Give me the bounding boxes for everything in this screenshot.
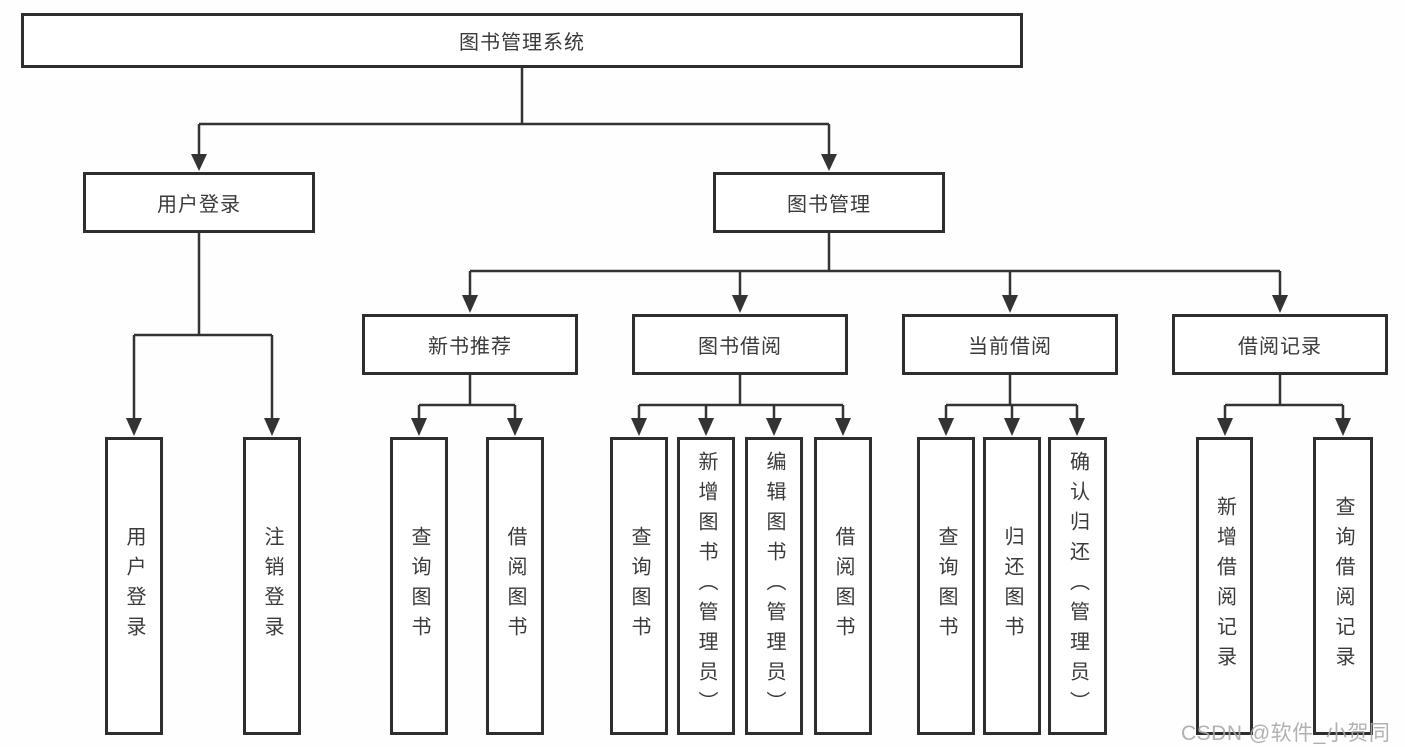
leaf-logout: 注销登录 xyxy=(243,437,301,735)
leaf-br-query-record: 查询借阅记录 xyxy=(1313,437,1373,735)
leaf-rec-query-books-label: 查询图书 xyxy=(408,526,430,646)
leaf-rec-borrow-books-label: 借阅图书 xyxy=(504,526,526,646)
leaf-bb-add-books-admin-label: 新增图书（管理员） xyxy=(695,451,717,721)
node-borrow-records: 借阅记录 xyxy=(1172,314,1388,375)
csdn-watermark: CSDN @软件_小贺同学 xyxy=(1181,722,1391,745)
leaf-bb-add-books-admin: 新增图书（管理员） xyxy=(677,437,735,735)
leaf-cb-return-books: 归还图书 xyxy=(983,437,1041,735)
leaf-rec-borrow-books: 借阅图书 xyxy=(486,437,544,735)
leaf-bb-query-books-label: 查询图书 xyxy=(628,526,650,646)
leaf-bb-borrow-books-label: 借阅图书 xyxy=(832,526,854,646)
connector-bookmgmt-to-level3 xyxy=(468,233,1282,296)
leaf-bb-edit-books-admin-label: 编辑图书（管理员） xyxy=(763,451,785,721)
leaf-user-login-label: 用户登录 xyxy=(123,526,145,646)
leaf-cb-confirm-return-admin-label: 确认归还（管理员） xyxy=(1066,451,1089,721)
leaf-cb-query-books-label: 查询图书 xyxy=(935,526,957,646)
connector-bookborrow-to-leaves xyxy=(637,375,845,419)
connector-userlogin-to-leaves xyxy=(132,233,274,419)
leaf-bb-query-books: 查询图书 xyxy=(610,437,668,735)
connector-currentborrow-to-leaves xyxy=(944,375,1079,419)
node-book-borrow: 图书借阅 xyxy=(632,314,848,375)
leaf-rec-query-books: 查询图书 xyxy=(390,437,448,735)
leaf-cb-confirm-return-admin: 确认归还（管理员） xyxy=(1048,437,1107,735)
connector-borrowrecords-to-leaves xyxy=(1223,375,1345,419)
leaf-br-query-record-label: 查询借阅记录 xyxy=(1332,496,1354,676)
leaf-user-login: 用户登录 xyxy=(105,437,163,735)
node-new-book-recommend: 新书推荐 xyxy=(362,314,578,375)
arrowheads xyxy=(126,154,1351,436)
leaf-br-add-record: 新增借阅记录 xyxy=(1196,437,1253,735)
leaf-bb-edit-books-admin: 编辑图书（管理员） xyxy=(745,437,803,735)
leaf-cb-query-books: 查询图书 xyxy=(917,437,975,735)
leaf-logout-label: 注销登录 xyxy=(261,526,283,646)
node-root-system: 图书管理系统 xyxy=(21,13,1023,68)
connector-root-to-level2 xyxy=(197,68,831,154)
node-current-borrow: 当前借阅 xyxy=(902,314,1118,375)
leaf-bb-borrow-books: 借阅图书 xyxy=(814,437,872,735)
node-user-login: 用户登录 xyxy=(83,172,315,233)
leaf-br-add-record-label: 新增借阅记录 xyxy=(1213,496,1236,676)
leaf-cb-return-books-label: 归还图书 xyxy=(1001,526,1023,646)
connector-newbookrec-to-leaves xyxy=(417,375,517,419)
node-book-management: 图书管理 xyxy=(713,172,945,233)
